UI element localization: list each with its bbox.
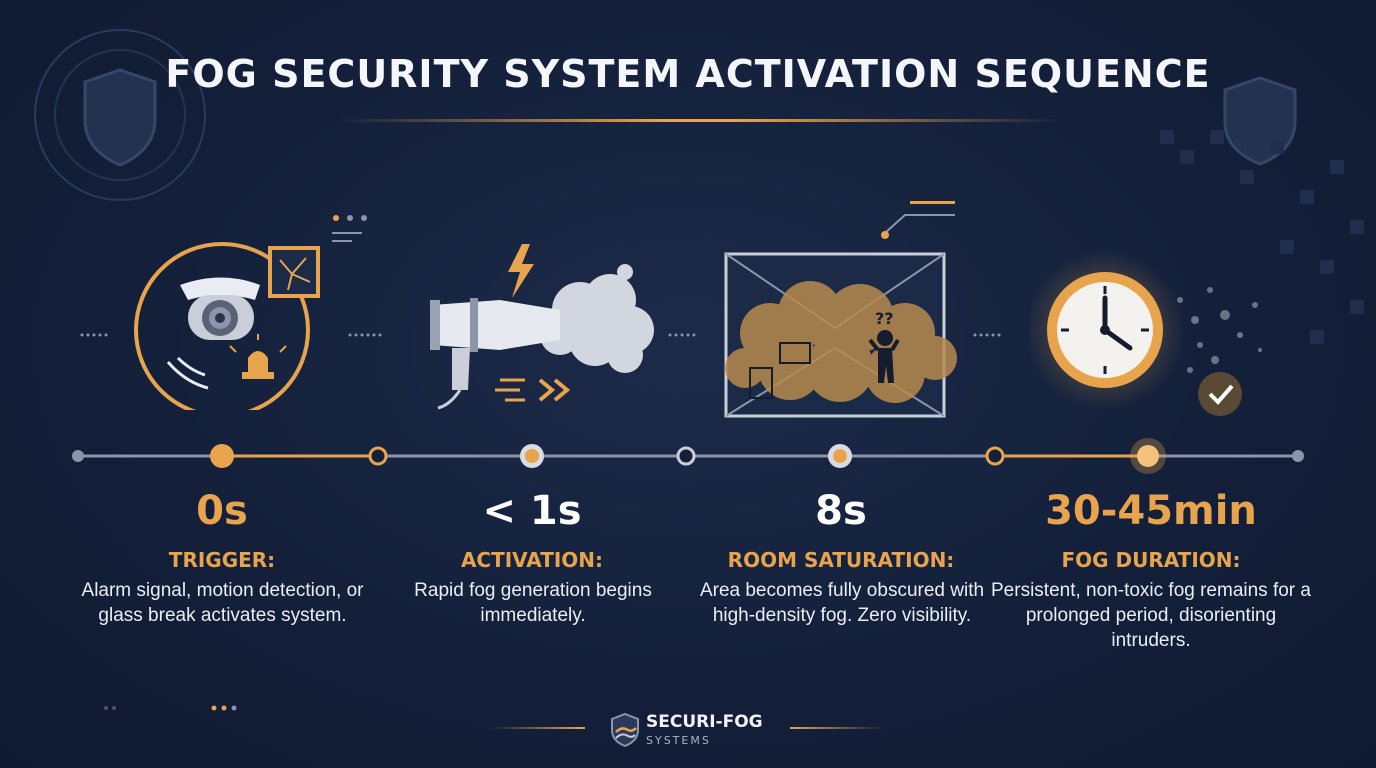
brand-subtitle: SYSTEMS [646, 734, 711, 747]
page-title: FOG SECURITY SYSTEM ACTIVATION SEQUENCE [165, 52, 1211, 96]
footer-dots-left [104, 705, 237, 711]
stage-2-title: ACTIVATION: [460, 548, 604, 572]
clock-icon [1030, 250, 1262, 416]
stage-3-title: ROOM SATURATION: [727, 548, 955, 572]
camera-alarm-icon [134, 242, 320, 410]
footer-line-right [790, 727, 885, 729]
title-underline [340, 119, 1060, 122]
icon-connector-dots [80, 333, 1001, 337]
background-shield-left-icon [34, 29, 206, 201]
stage-1-title: TRIGGER: [168, 548, 276, 572]
brand-shield-icon [611, 712, 639, 748]
decorative-dots [332, 215, 367, 242]
stage-3-description: Area becomes fully obscured with high-de… [699, 580, 985, 626]
footer-line-left [490, 727, 585, 729]
fog-room-icon: ?? [724, 252, 957, 418]
timeline [72, 438, 1304, 474]
brand-name: SECURI-FOG [646, 712, 763, 732]
background-grid-pattern [1160, 130, 1364, 344]
decorative-lines [881, 201, 955, 239]
stage-4-time: 30-45min [1045, 488, 1257, 534]
fog-generator-icon [430, 244, 654, 410]
stage-4-description: Persistent, non-toxic fog remains for a … [991, 580, 1311, 651]
stage-2-time: < 1s [482, 488, 582, 534]
stage-1-time: 0s [196, 488, 248, 534]
stage-4-title: FOG DURATION: [1061, 548, 1241, 572]
stage-1-description: Alarm signal, motion detection, or glass… [81, 580, 364, 626]
svg-text:??: ?? [875, 309, 894, 328]
stage-3-time: 8s [815, 488, 867, 534]
stage-2-description: Rapid fog generation begins immediately. [414, 580, 652, 626]
